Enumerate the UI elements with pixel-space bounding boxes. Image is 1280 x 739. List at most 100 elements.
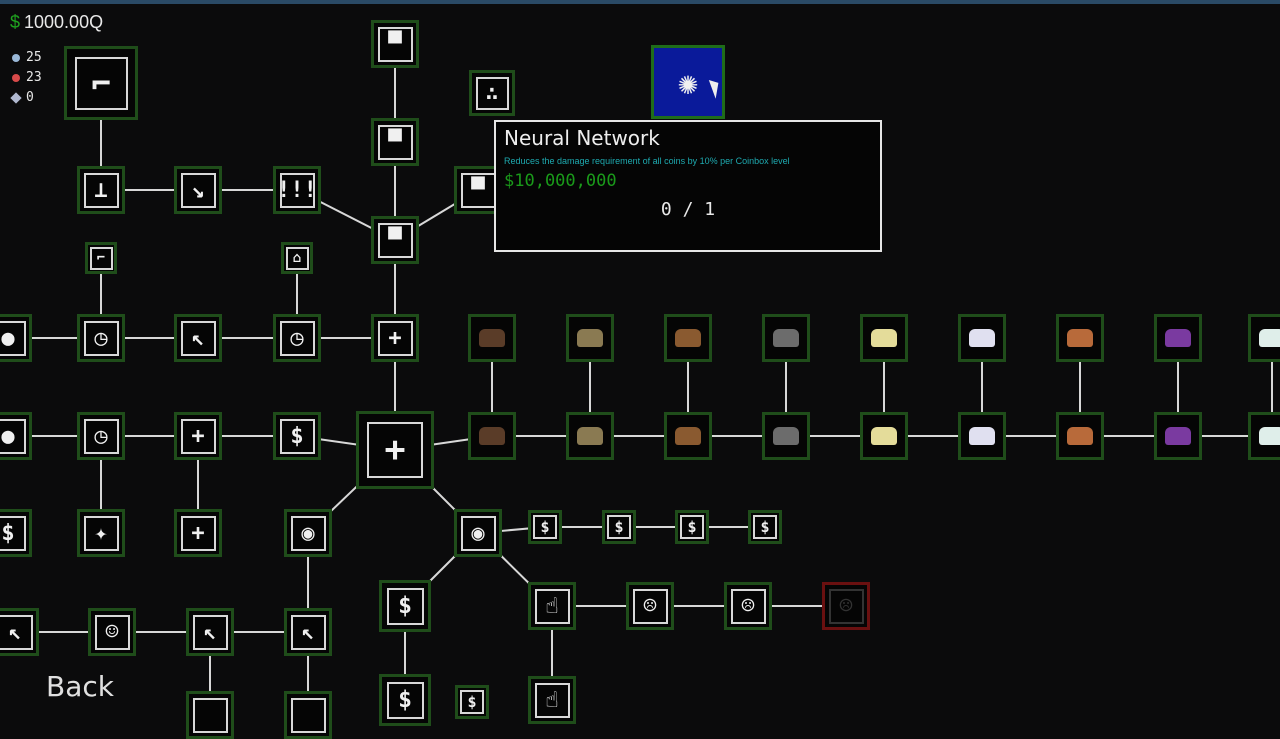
upgrade-node-dollar[interactable]: $ xyxy=(675,510,709,544)
upgrade-node-coin[interactable] xyxy=(762,412,810,460)
clock-icon: ◷ xyxy=(83,418,119,454)
upgrade-node-coin[interactable] xyxy=(958,412,1006,460)
upgrade-node-clock[interactable]: ◷ xyxy=(77,412,125,460)
upgrade-node-coin[interactable] xyxy=(762,314,810,362)
upgrade-node-dollar[interactable]: $ xyxy=(602,510,636,544)
upgrade-node-house[interactable]: ⌂ xyxy=(281,242,313,274)
upgrade-node-face[interactable]: ☺ xyxy=(88,608,136,656)
upgrade-node-coin[interactable] xyxy=(958,314,1006,362)
upgrade-node-coin[interactable] xyxy=(1248,412,1280,460)
face-icon: ☹ xyxy=(828,588,864,624)
coin-icon xyxy=(479,427,505,445)
cursor-plus-icon: ↖ xyxy=(290,614,326,650)
cursor-plus-icon: ↖ xyxy=(192,614,228,650)
clock-icon: ◷ xyxy=(83,320,119,356)
hand-icon: ☝ xyxy=(534,588,570,624)
blue-orb-icon xyxy=(12,53,20,62)
upgrade-node-orb[interactable]: ● xyxy=(0,412,32,460)
upgrade-node-coin[interactable] xyxy=(1248,314,1280,362)
upgrade-node-plus[interactable]: + xyxy=(174,509,222,557)
upgrade-node-orb[interactable]: ● xyxy=(0,314,32,362)
upgrade-node-big-plus[interactable]: + xyxy=(356,411,434,489)
upgrade-node-coin[interactable] xyxy=(468,412,516,460)
upgrade-node-face[interactable]: ☹ xyxy=(724,582,772,630)
triple-bang-icon: !!! xyxy=(277,172,317,208)
upgrade-node-dollar[interactable]: $ xyxy=(748,510,782,544)
resource-value: 25 xyxy=(26,50,42,65)
upgrade-node-coin[interactable] xyxy=(1154,412,1202,460)
dots-icon: ∴ xyxy=(475,76,509,110)
coin-icon xyxy=(1259,329,1280,347)
upgrade-node-node[interactable] xyxy=(186,691,234,739)
resource-value: 0 xyxy=(26,90,34,105)
upgrade-node-dollar[interactable]: $ xyxy=(528,510,562,544)
upgrade-node-gear[interactable]: ✦ xyxy=(77,509,125,557)
upgrade-node-coin[interactable] xyxy=(468,314,516,362)
upgrade-node-stand[interactable]: ⊥ xyxy=(77,166,125,214)
upgrade-node-blue-orb[interactable]: ◉ xyxy=(454,509,502,557)
upgrade-node-cursor-plus[interactable]: ↖ xyxy=(186,608,234,656)
node-icon xyxy=(192,697,228,733)
upgrade-node-arrow-down-right[interactable]: ↘ xyxy=(174,166,222,214)
upgrade-node-coin[interactable] xyxy=(664,314,712,362)
upgrade-node-triple-bang[interactable]: !!! xyxy=(273,166,321,214)
upgrade-node-dollar[interactable]: $ xyxy=(379,674,431,726)
coin-icon xyxy=(577,427,603,445)
upgrade-node-coin[interactable] xyxy=(860,314,908,362)
upgrade-node-plus[interactable]: + xyxy=(371,314,419,362)
node-icon xyxy=(290,697,326,733)
upgrade-node-corner-arrows[interactable]: ⌐ xyxy=(85,242,117,274)
neural-network-icon: ✺ xyxy=(678,62,698,102)
dollar-icon: $ xyxy=(460,690,484,714)
back-button[interactable]: Back xyxy=(46,670,114,703)
arrow-down-right-icon: ↘ xyxy=(180,172,216,208)
hand-icon: ☝ xyxy=(534,682,570,718)
dollar-icon: $ xyxy=(607,515,631,539)
shirt-icon: ▀ xyxy=(377,26,413,62)
upgrade-node-coin[interactable] xyxy=(664,412,712,460)
upgrade-node-hand[interactable]: ☝ xyxy=(528,582,576,630)
upgrade-node-coin[interactable] xyxy=(1056,314,1104,362)
upgrade-node-neural-network[interactable]: ✺ xyxy=(651,45,725,119)
upgrade-node-coin[interactable] xyxy=(566,412,614,460)
shirt-icon: ▀ xyxy=(377,222,413,258)
upgrade-node-clock[interactable]: ◷ xyxy=(273,314,321,362)
upgrade-node-dollar-bars[interactable]: $ xyxy=(0,509,32,557)
upgrade-node-face[interactable]: ☹ xyxy=(822,582,870,630)
upgrade-node-face[interactable]: ☹ xyxy=(626,582,674,630)
upgrade-node-coin[interactable] xyxy=(1154,314,1202,362)
big-plus-icon: + xyxy=(367,422,423,478)
upgrade-node-dollar[interactable]: $ xyxy=(455,685,489,719)
upgrade-node-corner-arrows[interactable]: ⌐ xyxy=(64,46,138,120)
coin-icon xyxy=(871,329,897,347)
upgrade-node-shirt[interactable]: ▀ xyxy=(371,216,419,264)
upgrade-node-coin[interactable] xyxy=(566,314,614,362)
upgrade-node-node[interactable] xyxy=(284,691,332,739)
resource-value: 23 xyxy=(26,70,42,85)
upgrade-node-coin[interactable] xyxy=(860,412,908,460)
upgrade-node-hand[interactable]: ☝ xyxy=(528,676,576,724)
upgrade-node-cursor-plus[interactable]: ↖ xyxy=(174,314,222,362)
red-orb-icon xyxy=(12,73,20,82)
orb-icon: ● xyxy=(0,320,26,356)
upgrade-node-shirt[interactable]: ▀ xyxy=(371,118,419,166)
coin-icon xyxy=(871,427,897,445)
upgrade-node-red-orb[interactable]: ◉ xyxy=(284,509,332,557)
upgrade-node-dots[interactable]: ∴ xyxy=(469,70,515,116)
upgrade-node-clock[interactable]: ◷ xyxy=(77,314,125,362)
upgrade-node-cursor-plus[interactable]: ↖ xyxy=(0,608,39,656)
upgrade-node-shirt[interactable]: ▀ xyxy=(371,20,419,68)
upgrade-node-dollar[interactable]: $ xyxy=(379,580,431,632)
upgrade-node-coin[interactable] xyxy=(1056,412,1104,460)
tooltip-title: Neural Network xyxy=(504,126,660,150)
upgrade-node-dollar-bars[interactable]: $ xyxy=(273,412,321,460)
plus-icon: + xyxy=(180,515,216,551)
dollar-icon: $ xyxy=(10,12,21,32)
face-icon: ☹ xyxy=(730,588,766,624)
shirt-icon: ▀ xyxy=(377,124,413,160)
upgrade-node-cursor-plus[interactable]: ↖ xyxy=(284,608,332,656)
shirt-icon: ▀ xyxy=(460,172,496,208)
top-bar xyxy=(0,0,1280,4)
upgrade-node-plus[interactable]: + xyxy=(174,412,222,460)
coin-icon xyxy=(1165,329,1191,347)
